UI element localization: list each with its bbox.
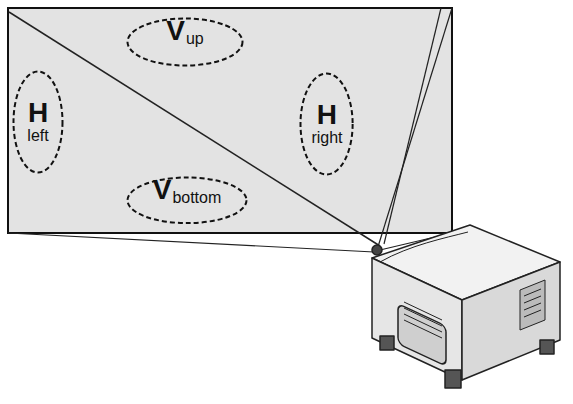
dashed-ellipse-zone: Hright	[299, 72, 354, 176]
axis-letter: V	[153, 176, 172, 204]
dashed-ellipse-zone: Vup	[126, 17, 244, 67]
direction-label: left	[27, 127, 48, 145]
beam-lines	[8, 8, 452, 252]
direction-label: up	[186, 30, 204, 48]
axis-letter: H	[317, 101, 337, 129]
direction-label: bottom	[172, 189, 221, 207]
dashed-ellipse-zone: Vbottom	[126, 176, 248, 225]
axis-letter: V	[166, 17, 185, 45]
dashed-ellipse-zone: Hleft	[12, 70, 64, 174]
direction-label: right	[311, 129, 342, 147]
ellipse-outline	[126, 17, 244, 67]
screen-diagonal	[9, 12, 380, 246]
screen	[8, 8, 452, 233]
axis-letter: H	[28, 99, 48, 127]
projector	[372, 225, 560, 388]
